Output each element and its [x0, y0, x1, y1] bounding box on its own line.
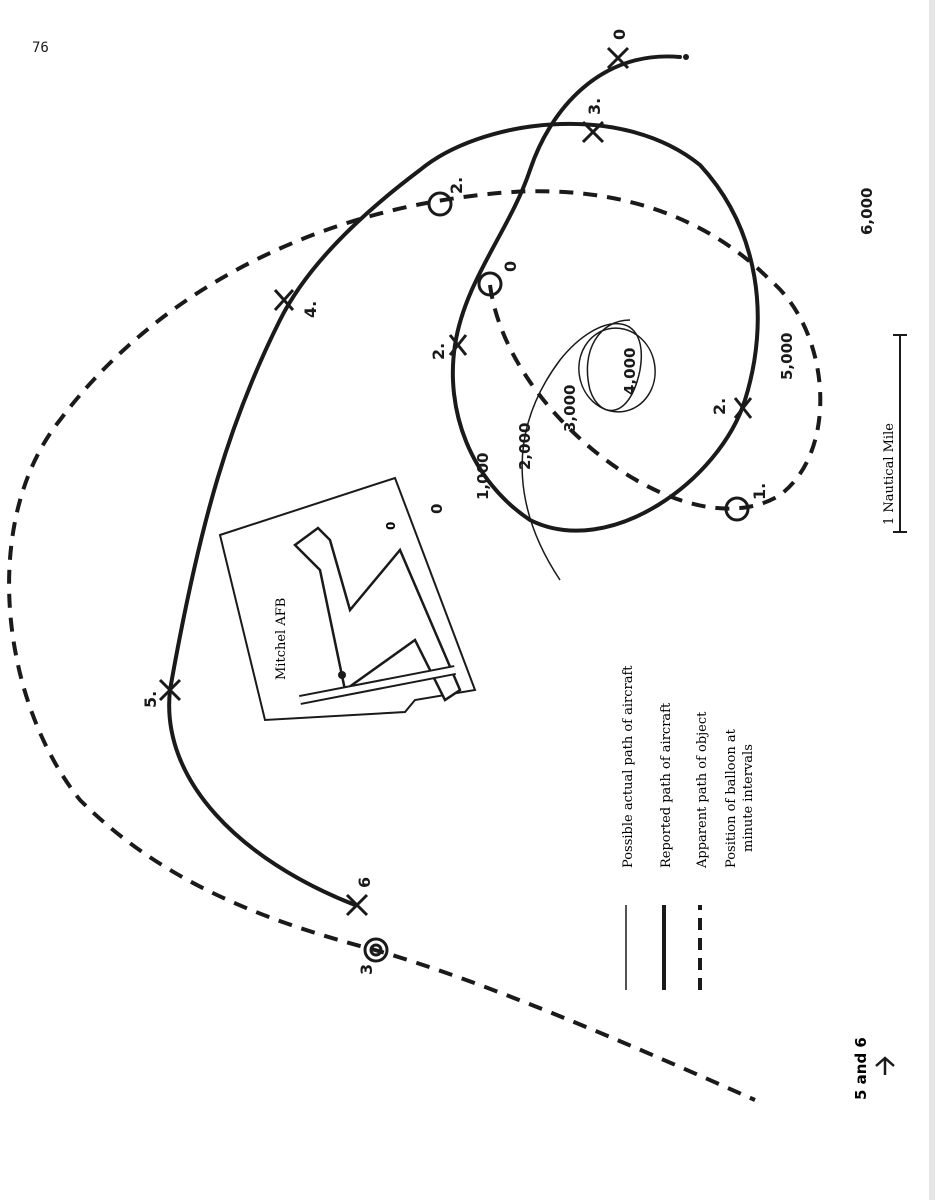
aircraft-marker-3: [581, 120, 605, 144]
wind-arrow-head: [875, 1056, 895, 1067]
reported-aircraft-path: [167, 54, 760, 907]
aircraft-label-0: 0: [610, 29, 629, 40]
legend-label-reported-path: Reported path of aircraft: [659, 702, 674, 868]
object-marker-3-inner: [369, 943, 383, 957]
object-marker-0: [477, 271, 503, 297]
runway-bar-fill: [299, 667, 456, 703]
aircraft-markers: [158, 46, 753, 917]
aircraft-marker-1: [448, 334, 468, 356]
airfield-label: Mitchel AFB: [274, 598, 289, 680]
altitude-label-2000: 2,000: [516, 423, 534, 470]
scan-edge: [929, 0, 935, 1200]
altitude-label-5000: 5,000: [778, 333, 796, 380]
possible-aircraft-path: [521, 319, 642, 581]
scale-bar-label: 1 Nautical Mile: [882, 423, 897, 525]
scale-bar: 1 Nautical Mile: [882, 334, 907, 533]
aircraft-label-5: 5.: [141, 691, 160, 708]
object-markers: [363, 191, 750, 963]
object-label-0: 0: [501, 261, 520, 272]
aircraft-label-6: 6: [355, 877, 374, 888]
aircraft-marker-5: [158, 678, 182, 702]
object-label-3: 3: [357, 964, 376, 975]
aircraft-label-3: 3.: [585, 98, 604, 115]
wind-note: 5 and 6: [852, 1037, 895, 1100]
airfield-marker: 0: [384, 522, 398, 530]
altitude-label-4000: 4,000: [621, 348, 639, 395]
aircraft-marker-6: [345, 893, 369, 917]
altitude-label-1000: 1,000: [474, 453, 492, 500]
aircraft-marker-4: [273, 288, 295, 312]
aircraft-marker-2: [733, 397, 753, 419]
legend-label-object-path: Apparent path of object: [695, 711, 710, 869]
page-number: 76: [32, 40, 49, 56]
aircraft-label-1: 2.: [429, 343, 448, 360]
altitude-label-3000: 3,000: [561, 385, 579, 432]
airfield-map: Mitchel AFB 0: [218, 476, 477, 722]
legend-label-balloon-line2: minute intervals: [741, 744, 756, 852]
altitude-label-0: 0: [428, 504, 446, 514]
object-label-2: 2.: [447, 177, 466, 194]
object-marker-2: [427, 191, 453, 217]
path-end-dot: [683, 54, 689, 60]
aircraft-label-4: 4.: [301, 301, 320, 318]
wind-note-label: 5 and 6: [852, 1037, 870, 1100]
aircraft-marker-0: [606, 46, 630, 70]
aircraft-label-2: 2.: [710, 398, 729, 415]
object-marker-1: [724, 496, 750, 522]
legend: Possible actual path of aircraft Reporte…: [621, 665, 756, 990]
object-marker-3: [363, 937, 389, 963]
altitude-label-6000: 6,000: [858, 188, 876, 235]
object-label-1: 1.: [750, 483, 769, 500]
runway-shape: [293, 526, 462, 702]
legend-label-possible-path: Possible actual path of aircraft: [621, 665, 636, 868]
airfield-dot: [338, 671, 346, 679]
legend-label-balloon: Position of balloon at: [724, 728, 739, 868]
contour-ellipse: [578, 327, 656, 413]
